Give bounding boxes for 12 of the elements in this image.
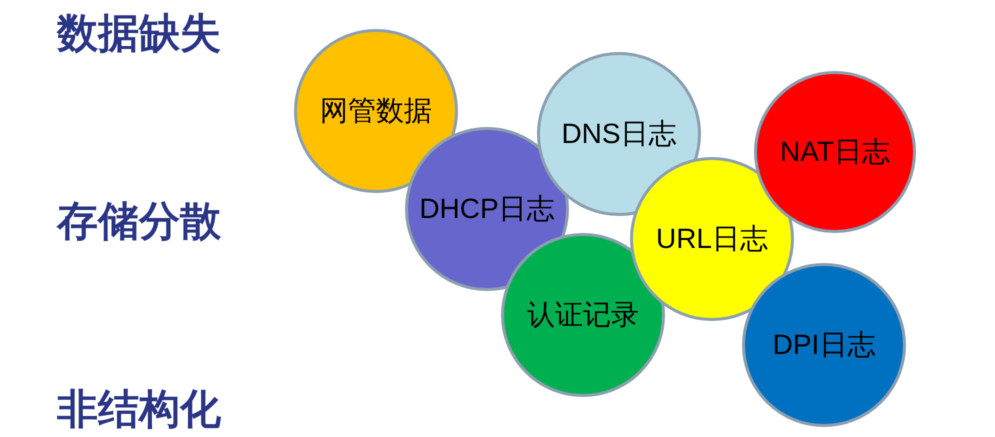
circle-node [294,29,458,193]
side-heading: 存储分散 [57,199,221,244]
circle-node [742,263,906,427]
node-label: NAT日志 [780,136,890,168]
side-heading: 数据缺失 [57,11,221,56]
node-label: 认证记录 [527,298,639,332]
node-label: URL日志 [656,222,768,256]
node-label: DNS日志 [561,118,677,150]
node-label: DPI日志 [772,328,876,362]
side-heading: 非结构化 [57,387,221,432]
node-label: DHCP日志 [419,192,555,226]
node-label: 网管数据 [320,94,432,128]
